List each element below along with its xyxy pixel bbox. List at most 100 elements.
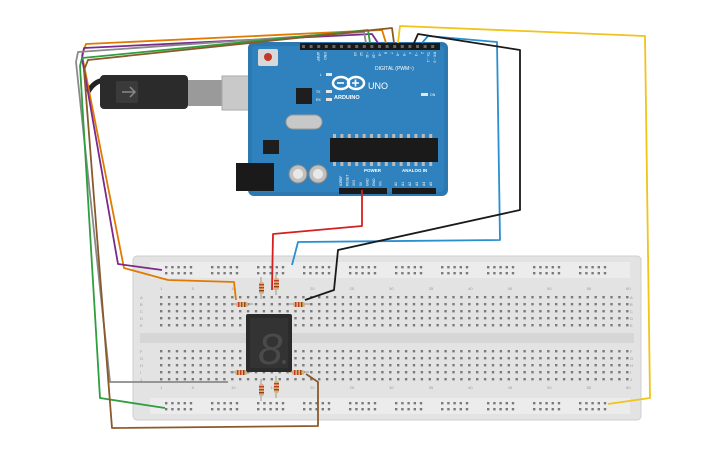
breadboard-hole[interactable]	[397, 303, 400, 306]
rail-hole[interactable]	[223, 266, 226, 269]
breadboard-hole[interactable]	[483, 317, 487, 320]
breadboard-hole[interactable]	[302, 317, 305, 320]
breadboard-hole[interactable]	[246, 378, 250, 381]
breadboard-hole[interactable]	[270, 310, 273, 313]
rail-hole[interactable]	[441, 266, 444, 269]
breadboard-hole[interactable]	[286, 378, 289, 381]
breadboard-hole[interactable]	[365, 371, 368, 374]
breadboard-hole[interactable]	[262, 371, 266, 374]
breadboard-hole[interactable]	[381, 371, 384, 374]
breadboard-hole[interactable]	[199, 371, 202, 374]
rail-hole[interactable]	[407, 402, 410, 405]
breadboard-hole[interactable]	[515, 378, 518, 381]
rail-hole[interactable]	[217, 266, 220, 269]
breadboard-hole[interactable]	[555, 317, 558, 320]
breadboard-hole[interactable]	[523, 371, 526, 374]
breadboard-hole[interactable]	[428, 317, 431, 320]
rail-hole[interactable]	[465, 266, 469, 269]
breadboard-hole[interactable]	[183, 296, 187, 299]
breadboard-hole[interactable]	[491, 303, 495, 306]
breadboard-hole[interactable]	[602, 317, 605, 320]
breadboard-hole[interactable]	[428, 371, 431, 374]
rail-hole[interactable]	[361, 266, 364, 269]
breadboard-hole[interactable]	[570, 310, 574, 313]
breadboard-hole[interactable]	[491, 364, 495, 367]
rail-hole[interactable]	[303, 402, 306, 405]
breadboard-hole[interactable]	[365, 350, 368, 353]
breadboard-hole[interactable]	[191, 317, 194, 320]
breadboard-hole[interactable]	[207, 324, 210, 327]
breadboard-hole[interactable]	[223, 357, 226, 360]
rail-hole[interactable]	[361, 402, 364, 405]
breadboard-hole[interactable]	[286, 303, 289, 306]
breadboard-hole[interactable]	[444, 317, 447, 320]
breadboard-hole[interactable]	[404, 324, 408, 327]
rail-hole[interactable]	[263, 408, 266, 411]
rail-hole[interactable]	[309, 272, 312, 275]
breadboard-hole[interactable]	[333, 371, 337, 374]
breadboard-hole[interactable]	[444, 357, 447, 360]
breadboard-hole[interactable]	[191, 310, 194, 313]
rail-hole[interactable]	[413, 272, 416, 275]
breadboard-hole[interactable]	[333, 364, 337, 367]
breadboard-hole[interactable]	[578, 357, 582, 360]
breadboard-hole[interactable]	[468, 357, 471, 360]
rail-hole[interactable]	[327, 402, 331, 405]
rail-hole[interactable]	[511, 402, 515, 405]
breadboard-hole[interactable]	[570, 378, 574, 381]
rail-hole[interactable]	[361, 408, 364, 411]
rail-hole[interactable]	[183, 402, 186, 405]
breadboard-hole[interactable]	[262, 303, 266, 306]
breadboard-hole[interactable]	[468, 364, 471, 367]
breadboard-hole[interactable]	[483, 357, 487, 360]
breadboard-hole[interactable]	[302, 310, 305, 313]
breadboard-hole[interactable]	[389, 350, 392, 353]
breadboard-hole[interactable]	[239, 378, 242, 381]
breadboard-hole[interactable]	[207, 317, 210, 320]
breadboard-hole[interactable]	[468, 324, 471, 327]
breadboard-hole[interactable]	[381, 378, 384, 381]
breadboard-hole[interactable]	[325, 324, 329, 327]
breadboard-hole[interactable]	[199, 296, 202, 299]
breadboard-hole[interactable]	[428, 364, 431, 367]
rail-hole[interactable]	[441, 408, 444, 411]
breadboard-hole[interactable]	[578, 364, 582, 367]
breadboard-hole[interactable]	[626, 371, 629, 374]
breadboard-hole[interactable]	[167, 324, 171, 327]
breadboard-hole[interactable]	[626, 324, 629, 327]
breadboard-hole[interactable]	[199, 350, 202, 353]
breadboard-hole[interactable]	[183, 317, 187, 320]
breadboard-hole[interactable]	[215, 324, 218, 327]
breadboard-hole[interactable]	[586, 357, 589, 360]
breadboard-hole[interactable]	[262, 378, 266, 381]
breadboard-hole[interactable]	[365, 378, 368, 381]
rail-hole[interactable]	[395, 272, 398, 275]
breadboard-hole[interactable]	[215, 371, 218, 374]
rail-hole[interactable]	[223, 402, 226, 405]
breadboard-hole[interactable]	[618, 364, 621, 367]
breadboard-hole[interactable]	[531, 296, 534, 299]
breadboard-hole[interactable]	[373, 324, 376, 327]
breadboard-hole[interactable]	[365, 357, 368, 360]
rail-hole[interactable]	[367, 402, 370, 405]
breadboard-hole[interactable]	[452, 303, 455, 306]
breadboard-hole[interactable]	[412, 317, 416, 320]
breadboard-hole[interactable]	[231, 350, 234, 353]
breadboard-hole[interactable]	[231, 310, 234, 313]
rail-hole[interactable]	[171, 272, 174, 275]
breadboard-hole[interactable]	[483, 371, 487, 374]
breadboard-hole[interactable]	[381, 364, 384, 367]
breadboard-hole[interactable]	[523, 378, 526, 381]
breadboard-hole[interactable]	[610, 296, 613, 299]
rail-hole[interactable]	[597, 272, 600, 275]
breadboard-hole[interactable]	[499, 324, 503, 327]
breadboard-hole[interactable]	[452, 324, 455, 327]
breadboard-hole[interactable]	[594, 324, 597, 327]
rail-hole[interactable]	[441, 272, 444, 275]
breadboard-hole[interactable]	[389, 378, 392, 381]
breadboard-hole[interactable]	[539, 310, 542, 313]
rail-hole[interactable]	[591, 408, 594, 411]
breadboard-hole[interactable]	[562, 303, 566, 306]
breadboard-hole[interactable]	[594, 317, 597, 320]
rail-hole[interactable]	[309, 408, 312, 411]
